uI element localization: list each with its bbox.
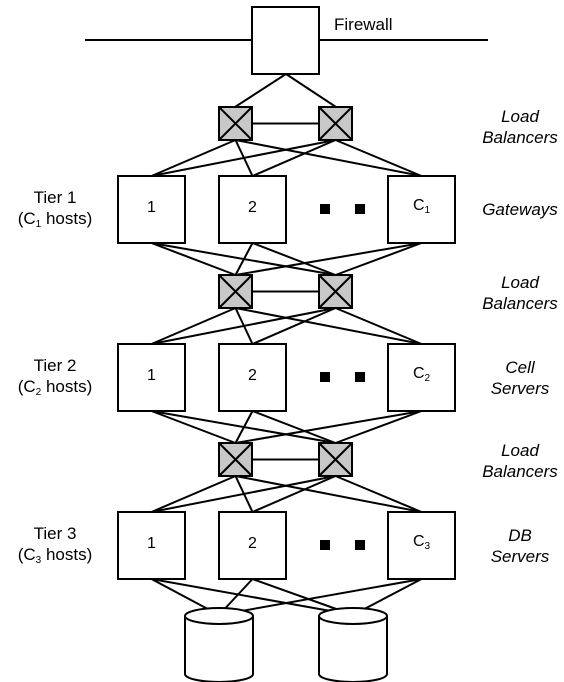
- switch-cross-line: [218, 442, 253, 477]
- firewall-to-switch-left: [234, 73, 287, 108]
- database-top: [184, 607, 254, 625]
- ellipsis-dot: [320, 540, 330, 550]
- switch-to-host-line: [252, 475, 336, 513]
- host-to-switch-line: [235, 410, 422, 444]
- host-to-switch-line: [252, 242, 336, 276]
- switch-to-host-line: [335, 307, 422, 345]
- tier-3-host-box: [117, 511, 186, 580]
- tier-1-label: Tier 1(C1 hosts): [17, 188, 93, 230]
- switch-to-host-line: [235, 139, 422, 177]
- switch-to-host-line: [151, 307, 336, 345]
- switch-to-host-line: [252, 307, 336, 345]
- tier-1-node-2-label: 2: [248, 199, 257, 216]
- database-top: [318, 607, 388, 625]
- host-to-switch-line: [151, 410, 336, 444]
- switch-cross-line: [218, 274, 253, 309]
- switch-to-host-line: [335, 139, 422, 177]
- host-to-switch-line: [151, 242, 236, 276]
- tier-3-label: Tier 3(C3 hosts): [17, 524, 93, 566]
- ellipsis-dot: [355, 204, 365, 214]
- firewall-box: [251, 6, 320, 75]
- ellipsis-dot: [320, 204, 330, 214]
- host-to-switch-line: [252, 410, 336, 444]
- tier-1-role-label: Gateways: [482, 200, 558, 219]
- tier-3-node-last-label: C3: [412, 533, 431, 552]
- tier-2-host-box: [117, 343, 186, 412]
- database-1: [184, 607, 254, 682]
- tier-3-node-2-label: 2: [248, 535, 257, 552]
- firewall-label: Firewall: [334, 15, 393, 34]
- switch-cross-line: [318, 106, 353, 141]
- switch-cross-line: [318, 442, 353, 477]
- host-to-database-line: [151, 578, 354, 616]
- switch-to-host-line: [151, 475, 336, 513]
- database-body: [184, 616, 254, 682]
- host-to-switch-line: [151, 410, 236, 444]
- switch-to-host-line: [252, 139, 336, 177]
- tier-1-node-1-label: 1: [147, 199, 156, 216]
- tier-2-node-last-label: C2: [412, 365, 431, 384]
- tier-1-host-box: [117, 175, 186, 244]
- tier-1-host-box: [218, 175, 287, 244]
- database-2: [318, 607, 388, 682]
- tier-3-host-box: [387, 511, 456, 580]
- tier-2-node-1-label: 1: [147, 367, 156, 384]
- database-body: [318, 616, 388, 682]
- firewall-to-switch-right: [285, 73, 337, 108]
- node-shapes: [117, 6, 456, 682]
- tier-2-node-2-label: 2: [248, 367, 257, 384]
- switch-cross-line: [218, 106, 253, 141]
- switch-to-host-line: [335, 475, 422, 513]
- host-to-switch-line: [335, 410, 422, 444]
- tier-1-node-last-label: C1: [412, 197, 431, 216]
- switch-to-host-line: [235, 475, 422, 513]
- ellipsis-dot: [320, 372, 330, 382]
- switch-to-host-line: [235, 307, 422, 345]
- host-to-switch-line: [235, 242, 422, 276]
- switch-to-host-line: [151, 139, 336, 177]
- switch-cross-line: [318, 274, 353, 309]
- switch-to-host-line: [151, 307, 236, 345]
- tier-1-host-box: [387, 175, 456, 244]
- tier-2-host-box: [218, 343, 287, 412]
- switch-to-host-line: [151, 139, 236, 177]
- host-to-database-line: [218, 578, 422, 616]
- tier-3-host-box: [218, 511, 287, 580]
- switch-to-host-line: [151, 475, 236, 513]
- tier-3-node-1-label: 1: [147, 535, 156, 552]
- tier-2-host-box: [387, 343, 456, 412]
- tier-2-label: Tier 2(C2 hosts): [17, 356, 93, 398]
- ellipsis-dot: [355, 372, 365, 382]
- ellipsis-dot: [355, 540, 365, 550]
- host-to-switch-line: [335, 242, 422, 276]
- host-to-switch-line: [151, 242, 336, 276]
